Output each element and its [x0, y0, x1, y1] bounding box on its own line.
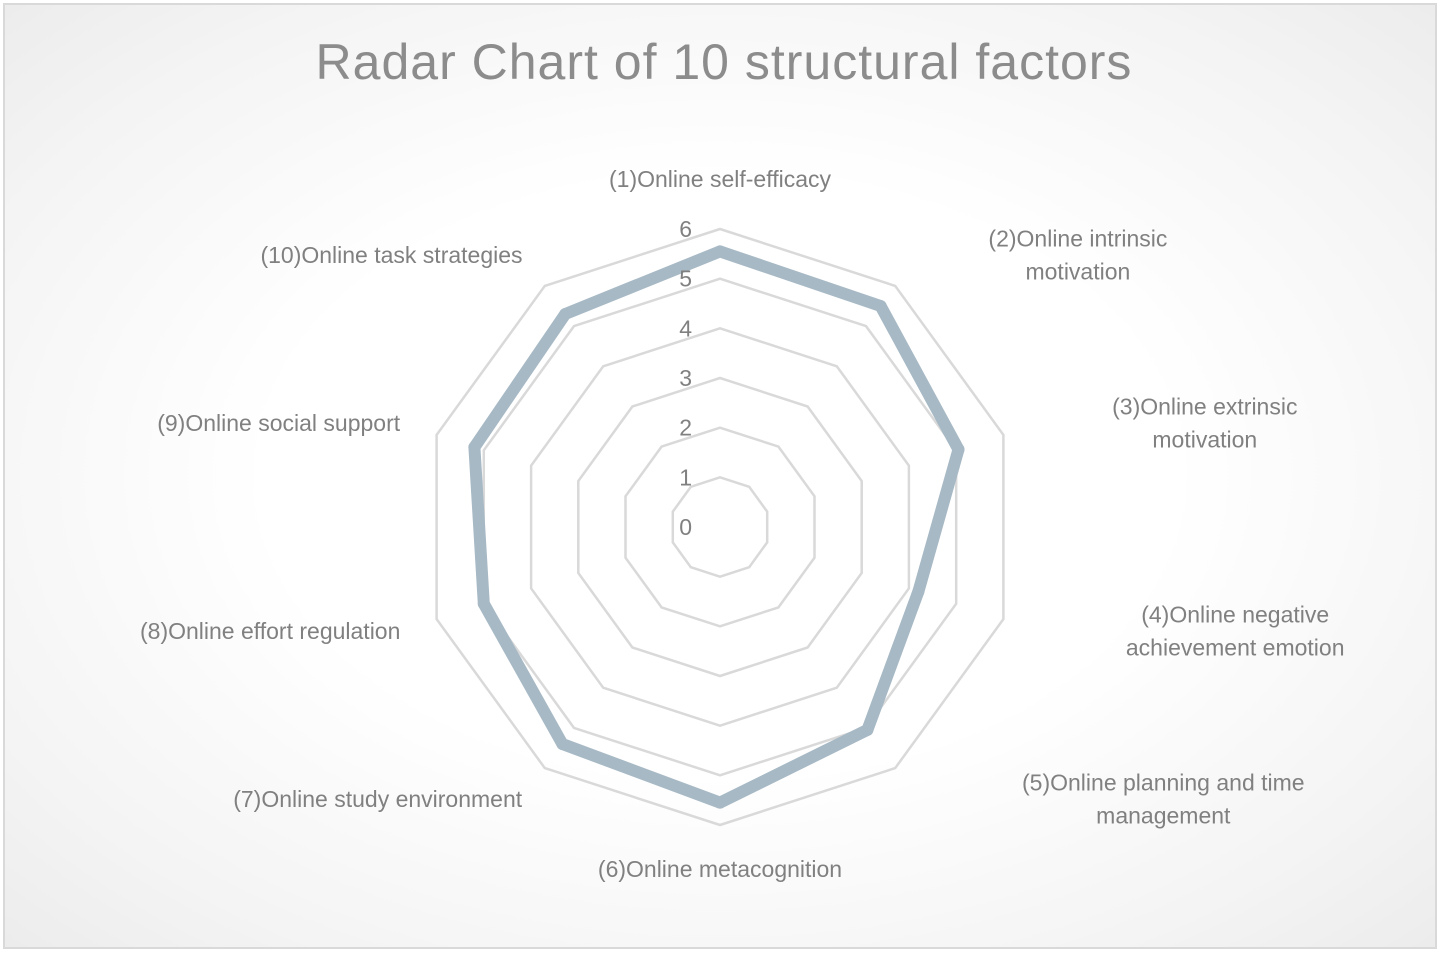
data-point-7 [556, 738, 569, 750]
data-point-9 [468, 441, 481, 454]
grid-ring-3 [577, 376, 863, 678]
data-point-6 [714, 796, 726, 809]
grid-ring-5 [482, 277, 958, 777]
data-point-3 [952, 443, 965, 456]
tick-label-6: 6 [679, 216, 692, 242]
category-label-10: (10)Online task strategies [260, 242, 522, 268]
category-label-1: (1)Online self-efficacy [609, 166, 831, 192]
data-point-10 [559, 308, 572, 320]
radar-grid [435, 227, 1005, 827]
data-point-1 [714, 245, 726, 258]
series-line [468, 245, 965, 809]
tick-label-2: 2 [679, 415, 692, 441]
data-point-4 [912, 585, 925, 598]
tick-label-0: 0 [679, 514, 692, 540]
category-label-6: (6)Online metacognition [598, 856, 842, 882]
data-point-5 [861, 723, 874, 736]
grid-ring-2 [624, 426, 816, 628]
tick-label-4: 4 [679, 315, 692, 341]
tick-label-3: 3 [679, 365, 692, 391]
grid-ring-4 [529, 326, 911, 728]
category-label-7: (7)Online study environment [233, 786, 523, 812]
data-point-2 [874, 300, 887, 312]
radial-tick-labels: 0 1 2 3 4 5 6 [679, 216, 692, 540]
chart-title: Radar Chart of 10 structural factors [315, 34, 1133, 90]
grid-ring-1 [671, 475, 769, 579]
grid-ring-6 [435, 227, 1005, 827]
data-point-8 [477, 597, 490, 610]
tick-label-5: 5 [679, 266, 692, 292]
category-label-8: (8)Online effort regulation [140, 618, 400, 644]
radar-series [468, 245, 965, 809]
category-labels: (1)Online self-efficacy (2)Online intrins… [140, 166, 1345, 882]
tick-label-1: 1 [679, 464, 692, 490]
category-label-9: (9)Online social support [157, 410, 401, 436]
